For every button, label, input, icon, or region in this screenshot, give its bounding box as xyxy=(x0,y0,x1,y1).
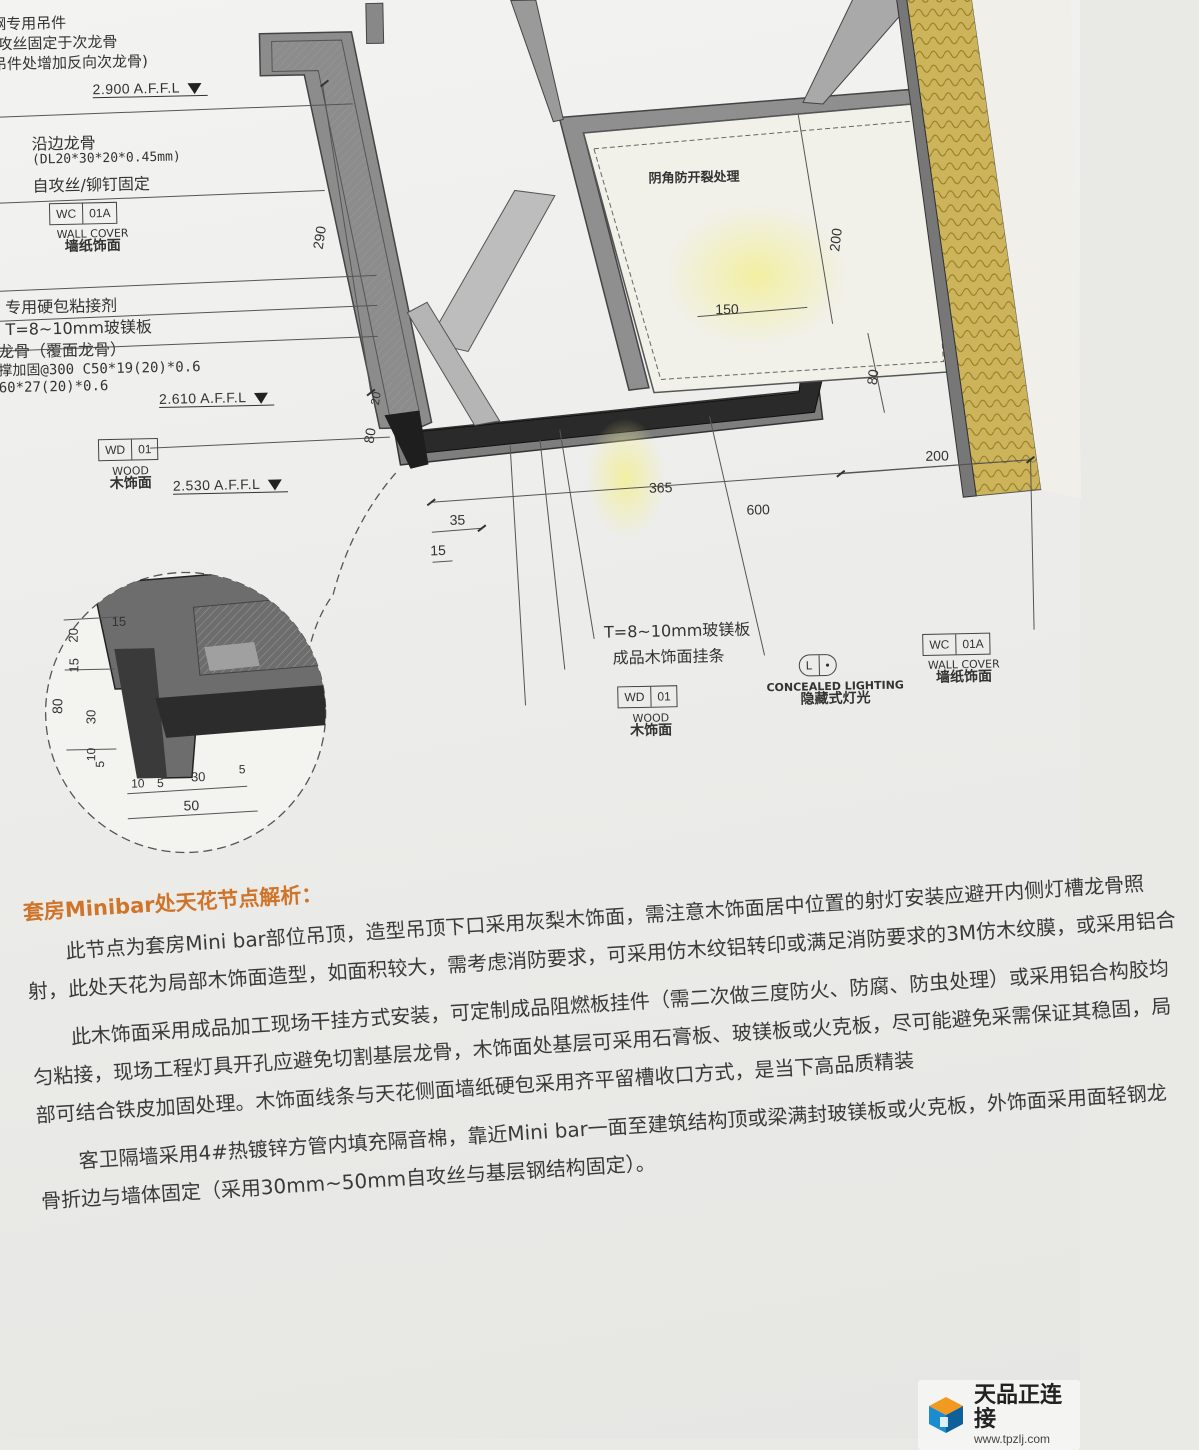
drawing-linework xyxy=(0,0,1042,854)
detail-dim-80: 80 xyxy=(49,698,66,715)
hanger-note-3: 吊件处增加反向次龙骨) xyxy=(0,52,149,74)
note-keel-spec-2: 60*27(20)*0.6 xyxy=(0,378,109,397)
tag-wc-right-caption: WALL COVER 墙纸饰面 xyxy=(927,657,1000,686)
note-keel-spec-1: 撑加固@300 C50*19(20)*0.6 xyxy=(0,359,201,380)
dim-150: 150 xyxy=(715,300,739,318)
detail-dim-15: 15 xyxy=(66,657,82,673)
ceiling-detail-drawing: 钢专用吊件 (攻丝固定于次龙骨 吊件处增加反向次龙骨) 2.900 A.F.F.… xyxy=(0,0,1089,891)
dim-80-right: 80 xyxy=(863,368,882,386)
tag-wd-left-caption: WOOD 木饰面 xyxy=(109,464,152,493)
note-wood-strip: 成品木饰面挂条 xyxy=(612,646,725,668)
tag-concealed-light: L• xyxy=(798,653,837,677)
dim-15: 15 xyxy=(430,541,447,559)
dim-200-right: 200 xyxy=(826,227,845,253)
level-2900: 2.900 A.F.F.L xyxy=(92,78,209,99)
note-anti-crack: 阴角防开裂处理 xyxy=(648,169,740,187)
detail-dim-10: 10 xyxy=(84,747,99,762)
watermark-logo: 天品正连接 www.tpzlj.com xyxy=(918,1380,1080,1450)
dim-35: 35 xyxy=(449,511,466,528)
note-edge-keel-fix: 自攻丝/铆钉固定 xyxy=(32,174,151,196)
note-edge-keel-spec: (DL20*30*20*0.45mm) xyxy=(31,149,181,168)
logo-title: 天品正连接 xyxy=(974,1383,1063,1432)
logo-cube-icon xyxy=(929,1397,963,1433)
note-mgo-board-bottom: T=8~10mm玻镁板 xyxy=(603,619,751,642)
tag-concealed-light-caption: CONCEALED LIGHTING 隐藏式灯光 xyxy=(766,678,905,708)
level-2530: 2.530 A.F.F.L xyxy=(172,475,289,495)
dim-365: 365 xyxy=(648,479,673,496)
book-page: 钢专用吊件 (攻丝固定于次龙骨 吊件处增加反向次龙骨) 2.900 A.F.F.… xyxy=(0,0,1080,1439)
detail-dim-15-top: 15 xyxy=(111,613,127,630)
hanger-note-1: 钢专用吊件 xyxy=(0,13,67,34)
detail-dim-30-v: 30 xyxy=(83,709,99,725)
article-text: 套房Minibar处天花节点解析： 此节点为套房Mini bar部位吊顶，造型吊… xyxy=(0,702,1176,1369)
dim-80-left: 80 xyxy=(360,426,379,445)
dim-600: 600 xyxy=(746,501,771,518)
dim-200-bottom: 200 xyxy=(925,447,949,464)
detail-dim-20: 20 xyxy=(65,627,81,643)
logo-url: www.tpzlj.com xyxy=(974,1432,1051,1446)
tag-wc-left-caption: WALL COVER 墙纸饰面 xyxy=(56,226,129,255)
dim-20: 20 xyxy=(367,390,384,407)
level-2610: 2.610 A.F.F.L xyxy=(158,388,275,408)
